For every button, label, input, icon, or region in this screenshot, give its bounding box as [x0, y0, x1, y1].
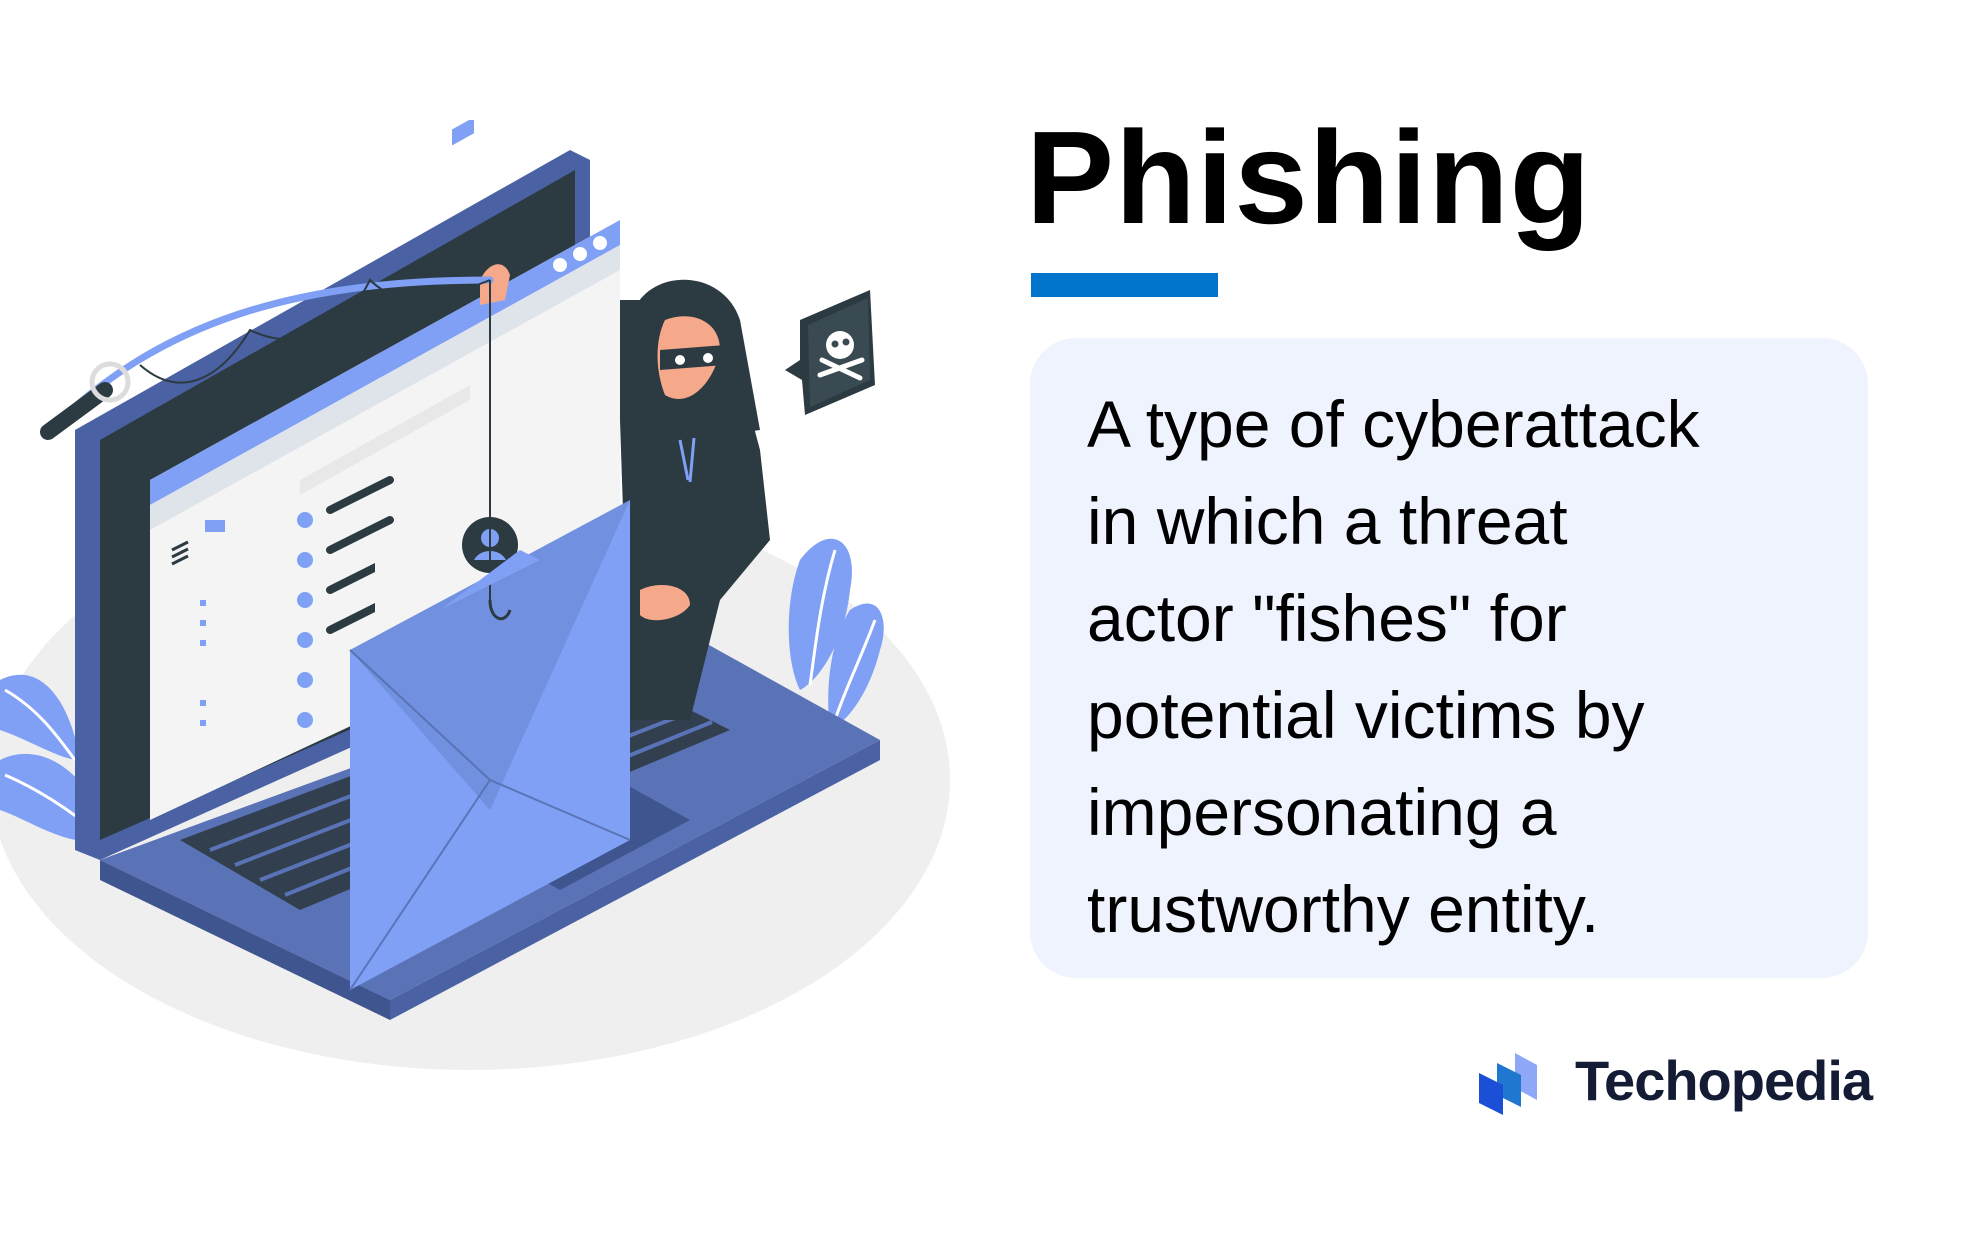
- techopedia-logo-icon: [1479, 1053, 1537, 1115]
- skull-crossbones-icon: [785, 290, 875, 415]
- definition-text: A type of cyberattack in which a threat …: [1087, 376, 1847, 958]
- definition-card: A type of cyberattack in which a threat …: [1030, 338, 1868, 978]
- plant-right-icon: [788, 538, 884, 730]
- title-underline: [1031, 273, 1218, 297]
- brand-name: Techopedia: [1575, 1048, 1873, 1112]
- definition-line: in which a threat: [1087, 484, 1568, 558]
- definition-line: A type of cyberattack: [1087, 387, 1700, 461]
- fishing-rod-icon: [40, 276, 540, 621]
- page-title: Phishing: [1026, 104, 1592, 251]
- email-envelope-icon: [349, 440, 631, 991]
- definition-line: potential victims by: [1087, 678, 1645, 752]
- definition-line: trustworthy entity.: [1087, 872, 1600, 946]
- definition-line: impersonating a: [1087, 775, 1557, 849]
- techopedia-logo: Techopedia: [1475, 1045, 1873, 1115]
- hacker-icon: [480, 264, 770, 720]
- phishing-illustration: [0, 117, 960, 1080]
- definition-line: actor "fishes" for: [1087, 581, 1567, 655]
